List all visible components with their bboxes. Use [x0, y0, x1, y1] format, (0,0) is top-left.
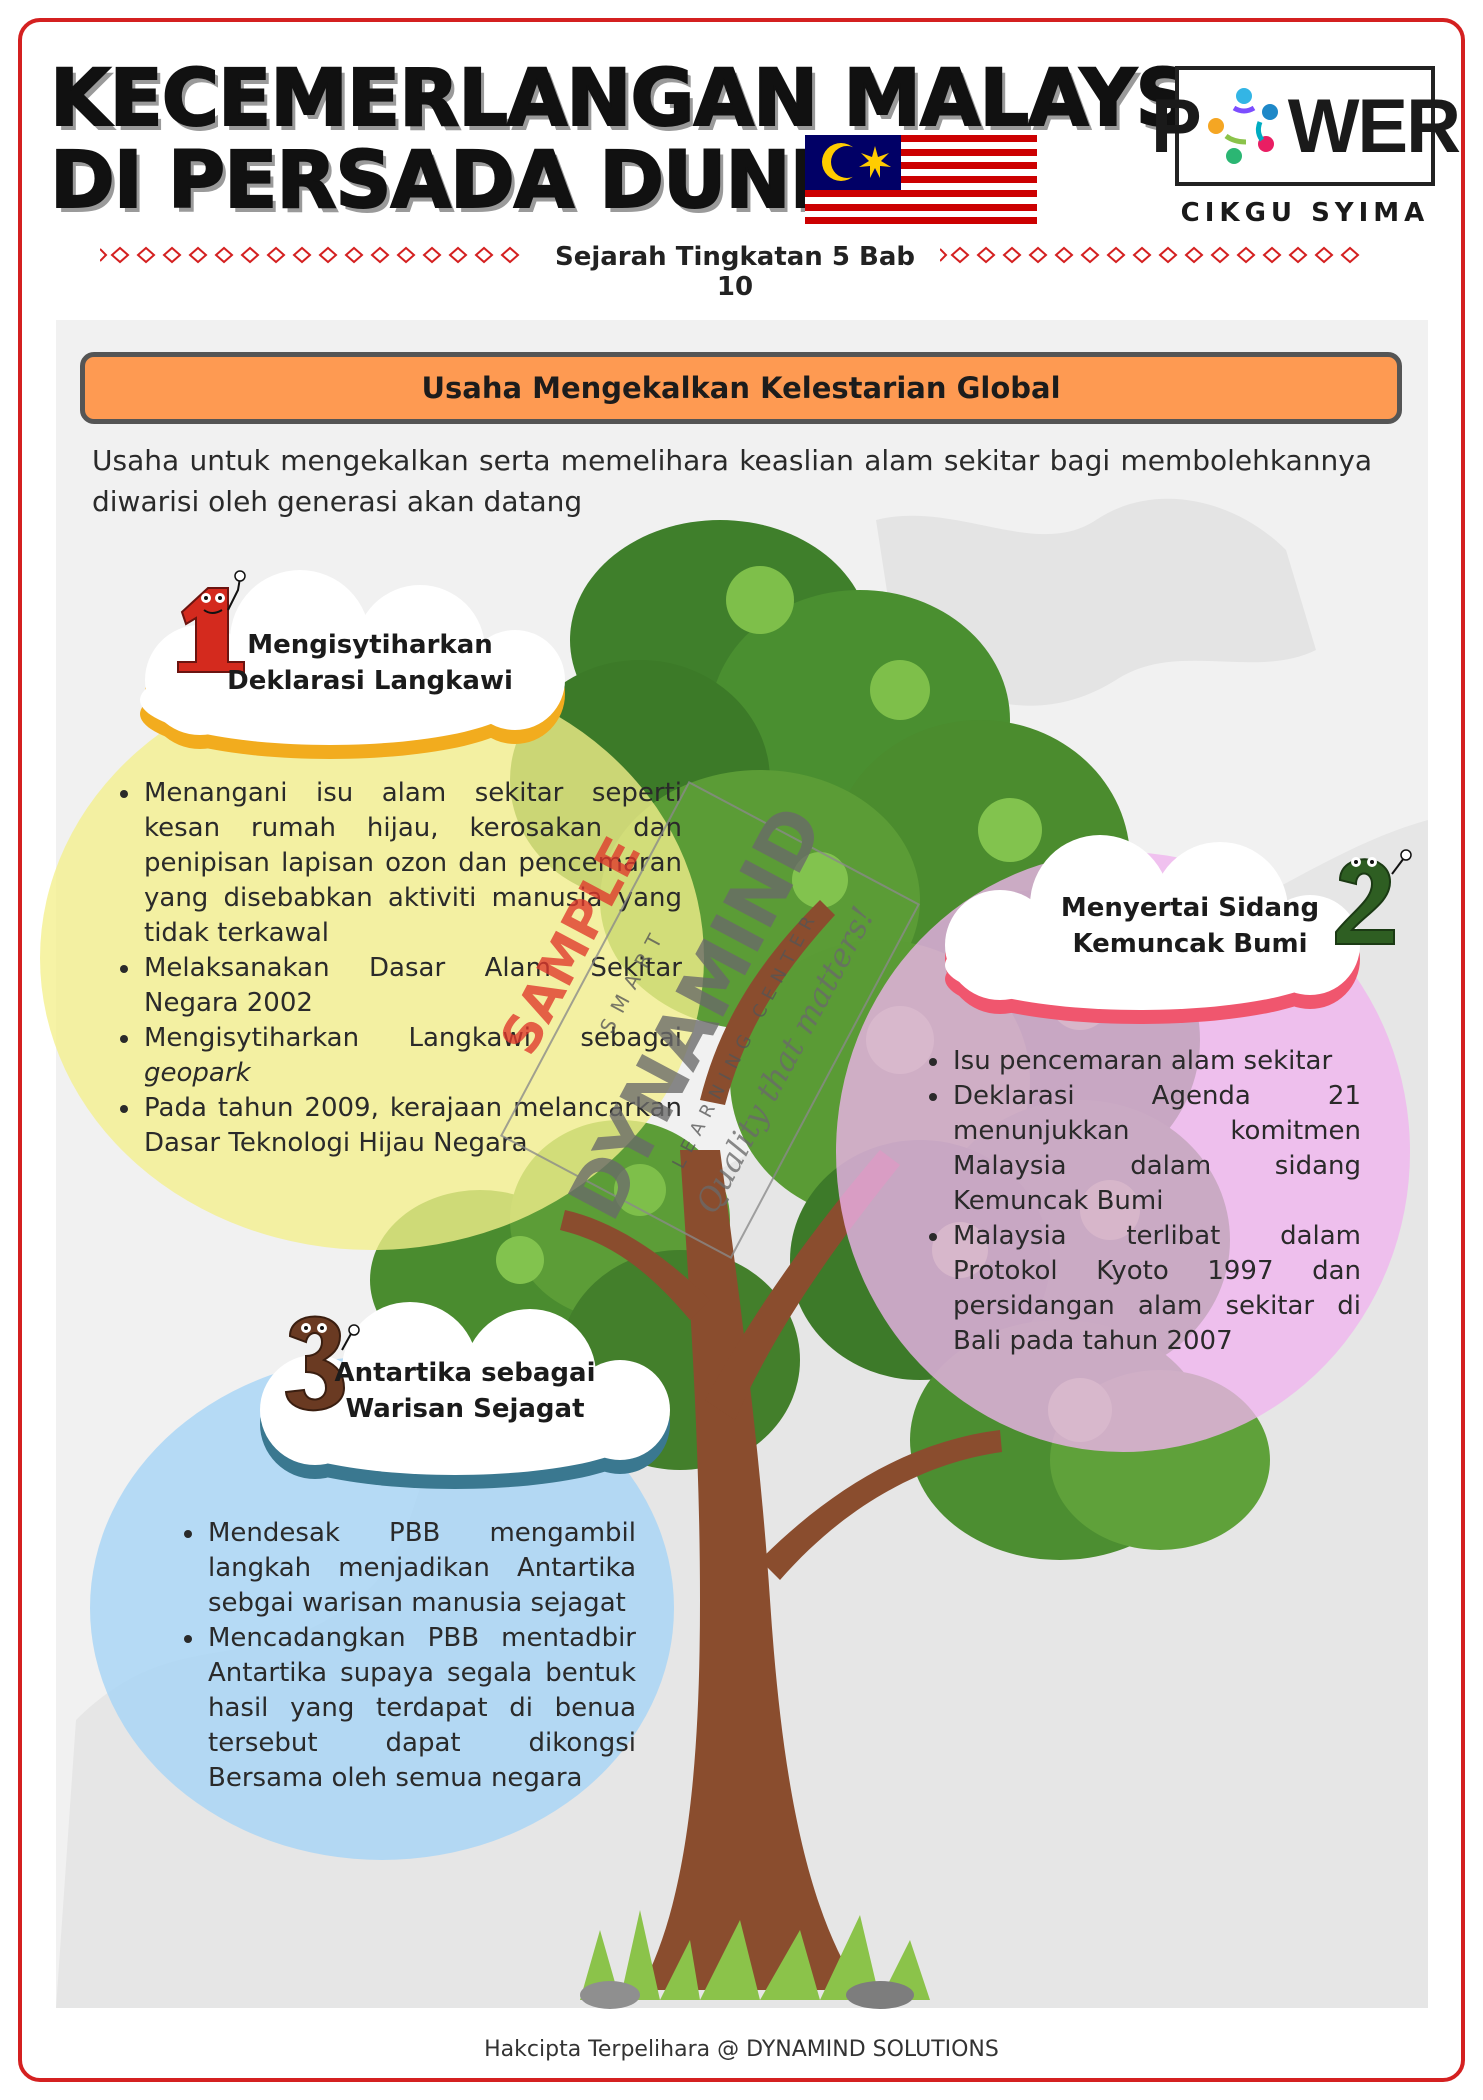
point-2-bullet-list: Isu pencemaran alam sekitar Deklarasi Ag… [917, 1044, 1361, 1359]
list-item: Mencadangkan PBB mentadbir Antartika sup… [206, 1621, 636, 1796]
point-1-bullet-list: Menangani isu alam sekitar seperti kesan… [108, 776, 682, 1161]
list-item: Melaksanakan Dasar Alam Sekitar Negara 2… [142, 951, 682, 1021]
list-item-text: Mengisytiharkan Langkawi sebagai [144, 1023, 682, 1053]
logo-letters-wer: WER [1287, 83, 1461, 169]
point-3-title: Antartika sebagai Warisan Sejagat [330, 1355, 600, 1427]
page-title-line2: DI PERSADA DUNIA [49, 136, 879, 226]
sample-watermark: SAMPLE SMART DYNAMIND LEARNING CENTER Qu… [489, 781, 921, 1259]
power-logo: P WER [1151, 66, 1461, 186]
point-3-bullet-list: Mendesak PBB mengambil langkah menjadika… [172, 1516, 636, 1796]
point-2-title: Menyertai Sidang Kemuncak Bumi [1040, 890, 1340, 962]
page-border [18, 18, 1465, 2082]
point-3-title-line2: Warisan Sejagat [345, 1394, 585, 1424]
intro-paragraph: Usaha untuk mengekalkan serta memelihara… [92, 444, 1372, 518]
list-item-italic: geopark [144, 1058, 251, 1088]
point-2-title-line2: Kemuncak Bumi [1072, 929, 1308, 959]
page-title-line1: KECEMERLANGAN MALAYSIA [49, 54, 1280, 144]
watermark-sample-text: SAMPLE [489, 828, 653, 1065]
list-item: Pada tahun 2009, kerajaan melancarkan Da… [142, 1091, 682, 1161]
point-2-title-line1: Menyertai Sidang [1060, 893, 1320, 923]
malaysia-flag-icon [805, 135, 1037, 231]
logo-letter-p: P [1151, 83, 1202, 169]
list-item: Isu pencemaran alam sekitar [951, 1044, 1361, 1079]
number-three-mascot-icon [284, 1315, 360, 1412]
logo-caption: CIKGU SYIMA [1180, 198, 1430, 228]
section-banner: Usaha Mengekalkan Kelestarian Global [80, 352, 1402, 424]
number-two-mascot-icon [1335, 849, 1412, 945]
right-diamond-divider [940, 246, 1360, 264]
yellow-blob [40, 666, 704, 1250]
list-item: Deklarasi Agenda 21 menunjukkan komitmen… [951, 1079, 1361, 1219]
people-circle-icon [1207, 88, 1278, 164]
list-item: Mengisytiharkan Langkawi sebagai geopark [142, 1021, 682, 1091]
subtitle-text: Sejarah Tingkatan 5 Bab 10 [554, 242, 915, 302]
list-item: Menangani isu alam sekitar seperti kesan… [142, 776, 682, 951]
point-1-title-line2: Deklarasi Langkawi [227, 666, 513, 696]
number-one-mascot-icon [177, 570, 246, 673]
point-3-title-line1: Antartika sebagai [334, 1358, 596, 1388]
point-1-title: Mengisytiharkan Deklarasi Langkawi [205, 627, 535, 699]
cloud-3 [260, 1302, 670, 1489]
list-item: Malaysia terlibat dalam Protokol Kyoto 1… [951, 1219, 1361, 1359]
tree-trunk [560, 900, 1002, 1990]
copyright-footer: Hakcipta Terpelihara @ DYNAMIND SOLUTION… [484, 2037, 999, 2062]
cloud-2 [945, 835, 1360, 1024]
left-diamond-divider [100, 246, 520, 264]
grass-icon [580, 1910, 930, 2009]
point-1-title-line1: Mengisytiharkan [247, 630, 493, 660]
list-item: Mendesak PBB mengambil langkah menjadika… [206, 1516, 636, 1621]
